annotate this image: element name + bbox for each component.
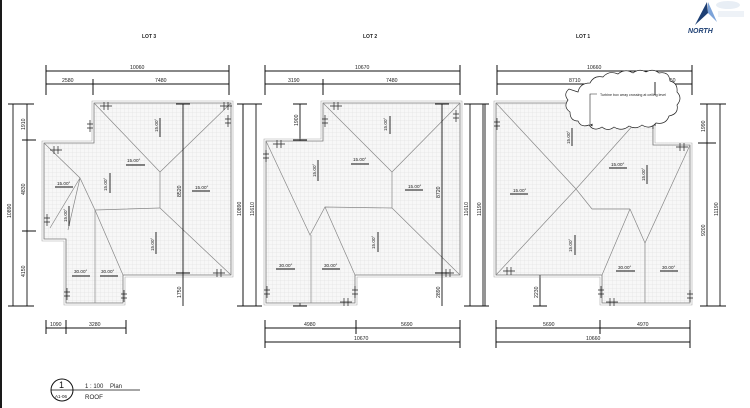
lot-3-left-seg3: 4150: [21, 265, 27, 277]
pitch-label: 15.00°: [566, 131, 571, 144]
lot-3-right-overall-a: 10890: [237, 201, 243, 216]
lot-3-bottom-seg2: 3280: [89, 322, 101, 328]
lot-1-right-dimensions: 1990 9200 11190: [698, 103, 726, 307]
pitch-label: 15.00°: [641, 168, 646, 181]
lot-3-roof-outline: [43, 102, 232, 304]
lot-1-bottom-seg1: 5690: [543, 322, 555, 328]
sheet-reference: A1-06: [55, 394, 68, 399]
lot-1-title: LOT 1: [576, 34, 590, 40]
pitch-label: 15.00°: [63, 209, 68, 222]
lot-3-inner-dim-a: 8520: [177, 185, 183, 197]
lot-1-plan: LOT 1 10660 8710 1950 8960 2230: [484, 34, 726, 348]
lot-2-bottom-overall: 10670: [354, 336, 369, 342]
view-name: ROOF: [85, 394, 103, 401]
lot-1-bottom-overall: 10660: [586, 336, 601, 342]
lot-3-right-overall-b: 11610: [250, 202, 256, 216]
pitch-label: 30.00°: [618, 265, 631, 270]
lot-3-left-overall: 10890: [7, 203, 13, 218]
lot-3-left-dimensions: 10890 1910 4830 4150: [7, 103, 36, 307]
lot-2-top-seg2: 7480: [386, 78, 398, 84]
lot-2-bottom-dimensions: 4980 5690 10670: [264, 320, 461, 348]
lot-2-inner-dim-a: 8720: [436, 186, 442, 198]
lot-3-inner-dim-b: 1750: [177, 286, 183, 298]
lot-1-pitch-labels: 15.00° 15.00° 15.00° 15.00° 15.00° 30.00…: [510, 128, 678, 272]
north-label: NORTH: [688, 28, 714, 35]
lot-1-overall-width: 10660: [587, 65, 602, 71]
view-type: Plan: [110, 384, 122, 390]
lot-3-plan: LOT 3 10060 2580 7480 10890 1910 4830 41…: [7, 34, 262, 334]
lot-2-overall-width: 10670: [355, 65, 370, 71]
pitch-label: 15.00°: [513, 188, 526, 193]
lot-1-right-seg2: 9200: [701, 224, 707, 236]
pitch-label: 15.00°: [154, 119, 159, 132]
lot-3-left-seg1: 1910: [21, 118, 27, 130]
lot-1-roof-outline: [495, 102, 691, 304]
revision-cloud: Turbine box array crossing at ceiling le…: [565, 69, 681, 130]
lot-2-plan: LOT 2 10670 3190 7480 1900 5110: [237, 34, 489, 348]
pitch-label: 15.00°: [103, 178, 108, 191]
lot-1-left-inner-b: 2230: [534, 286, 540, 298]
north-arrow: NORTH: [688, 1, 744, 35]
pitch-label: 15.00°: [383, 118, 388, 131]
view-title-tag: 1 A1-06 1 : 100 Plan ROOF: [50, 378, 140, 402]
pitch-label: 15.00°: [312, 164, 317, 177]
view-number: 1: [59, 380, 64, 390]
lot-2-pitch-labels: 15.00° 15.00° 15.00° 15.00° 15.00° 30.00…: [276, 116, 423, 270]
pitch-label: 15.00°: [408, 184, 421, 189]
north-arrow-icon: [695, 2, 708, 25]
lot-1-bottom-dimensions: 5690 4970 10660: [495, 320, 691, 348]
cloud-note-text: Turbine box array crossing at ceiling le…: [600, 93, 666, 97]
pitch-label: 30.00°: [74, 269, 87, 274]
lot-2-left-inner-a: 1900: [294, 114, 300, 126]
lot-2-right-overall-b: 11190: [477, 202, 483, 216]
lot-3-right-dimensions: 8520 1750 10890 11610: [176, 103, 262, 307]
pitch-label: 15.00°: [195, 185, 208, 190]
lot-2-roof-outline: [265, 102, 461, 304]
lot-3-top-seg1: 2580: [62, 78, 74, 84]
pitch-label: 15.00°: [127, 158, 140, 163]
lot-3-pitch-labels: 15.00° 15.00° 15.00° 15.00° 15.00° 15.00…: [55, 118, 210, 277]
pitch-label: 15.00°: [568, 239, 573, 252]
lot-2-title: LOT 2: [363, 34, 377, 40]
lot-2-top-seg1: 3190: [288, 78, 300, 84]
lot-2-downpipe-markers: [263, 102, 459, 306]
lot-2-inner-dim-b: 2890: [436, 286, 442, 298]
lot-2-right-overall-a: 11610: [464, 202, 470, 216]
lot-1-bottom-seg2: 4970: [637, 322, 649, 328]
pitch-label: 15.00°: [150, 238, 155, 251]
lot-3-downpipe-markers: [44, 102, 232, 302]
pitch-label: 30.00°: [279, 263, 292, 268]
lot-3-title: LOT 3: [142, 34, 156, 40]
lot-1-right-overall: 11190: [714, 202, 720, 216]
lot-2-bottom-seg1: 4980: [304, 322, 316, 328]
lot-1-hip-lines: [495, 102, 691, 303]
lot-3-top-seg2: 7480: [155, 78, 167, 84]
pitch-label: 15.00°: [371, 236, 376, 249]
lot-2-bottom-seg2: 5690: [401, 322, 413, 328]
lot-2-top-dimensions: 10670 3190 7480: [264, 65, 461, 95]
pitch-label: 30.00°: [662, 265, 675, 270]
lot-3-top-dimensions: 10060 2580 7480: [45, 65, 230, 95]
lot-2-hip-lines: [265, 102, 461, 303]
pitch-label: 15.00°: [611, 162, 624, 167]
pitch-label: 30.00°: [324, 263, 337, 268]
lot-1-top-seg1: 8710: [569, 78, 581, 84]
lot-3-left-seg2: 4830: [21, 183, 27, 195]
pitch-label: 15.00°: [57, 181, 70, 186]
drawing-frame-border: [0, 0, 2, 408]
lot-3-hip-lines: [43, 102, 232, 303]
lot-1-right-seg1: 1990: [701, 120, 707, 132]
pitch-label: 15.00°: [353, 157, 366, 162]
lot-3-overall-width: 10060: [130, 65, 145, 71]
lot-3-bottom-seg1: 1090: [50, 322, 62, 328]
view-scale: 1 : 100: [85, 384, 104, 390]
pitch-label: 30.00°: [101, 269, 114, 274]
lot-3-bottom-dimensions: 1090 3280: [45, 320, 127, 334]
